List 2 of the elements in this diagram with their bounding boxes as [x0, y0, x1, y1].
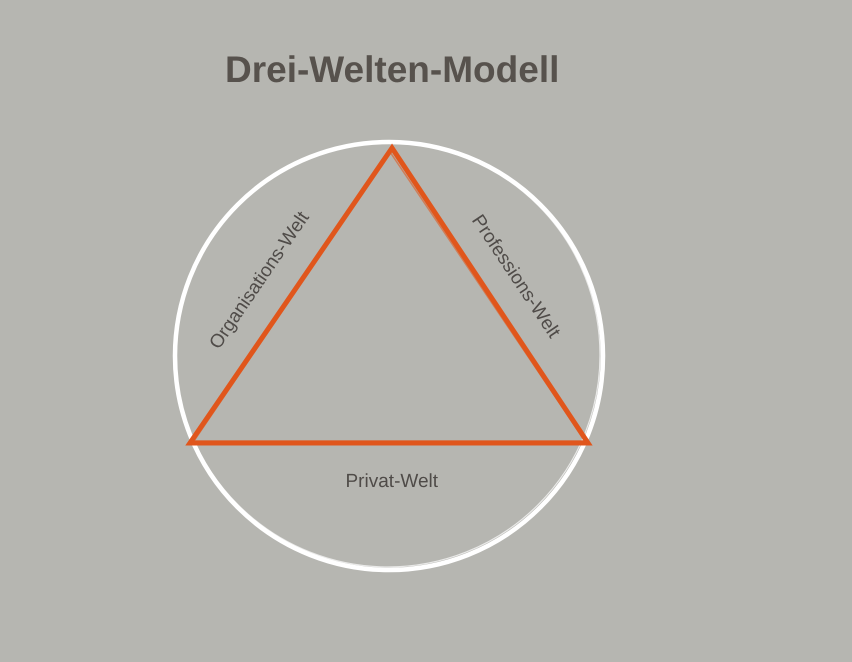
- side-label: Privat-Welt: [346, 472, 438, 490]
- diagram-title: Drei-Welten-Modell: [225, 50, 560, 88]
